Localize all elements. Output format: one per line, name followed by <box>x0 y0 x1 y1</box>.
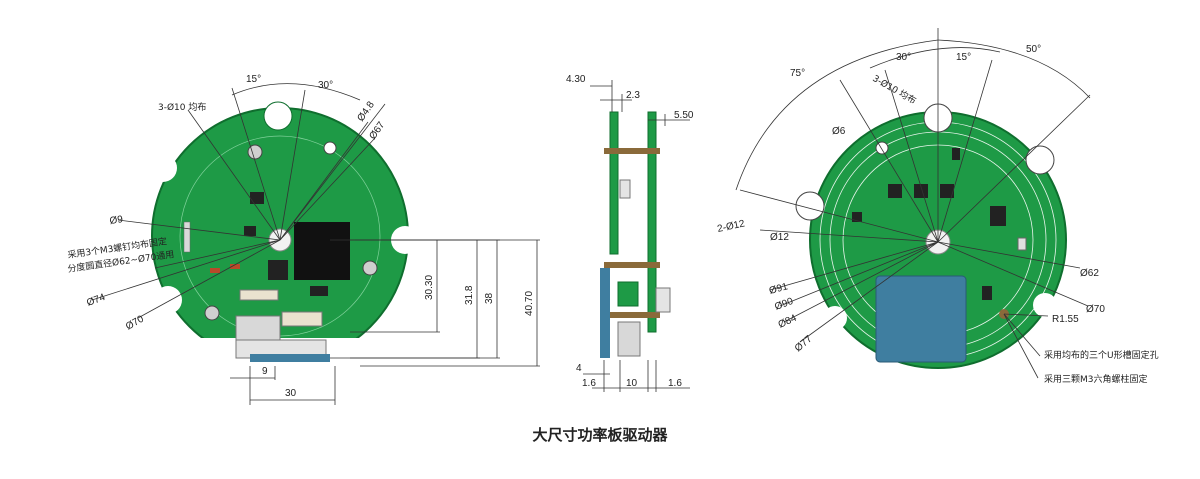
left-d48: Ø4.8 <box>355 99 377 123</box>
right-chip-2 <box>914 184 928 198</box>
left-d9: Ø9 <box>109 214 124 227</box>
left-d70: Ø70 <box>124 313 146 332</box>
left-notch-left <box>149 154 177 182</box>
right-d12b: Ø12 <box>770 232 789 243</box>
right-r155: R1.55 <box>1052 314 1079 325</box>
left-dimensions <box>91 83 540 405</box>
side-comp-1 <box>619 179 631 199</box>
left-res-2 <box>230 264 240 269</box>
left-pin-header <box>183 221 191 253</box>
right-comp-1 <box>952 148 960 160</box>
left-w1: 9 <box>262 366 268 377</box>
left-screw-3 <box>204 305 220 321</box>
left-chip-4 <box>310 286 328 296</box>
left-h4: 40.70 <box>524 291 535 316</box>
side-b4: 1.6 <box>668 378 682 389</box>
right-dimensions <box>735 28 1091 379</box>
left-connector-2 <box>281 311 323 327</box>
side-labels: 4.30 2.3 5.50 4 1.6 10 1.6 <box>566 74 694 389</box>
side-pcb-top <box>609 111 619 255</box>
side-t2: 2.3 <box>626 90 640 101</box>
side-comp-3 <box>617 321 641 357</box>
right-d90: Ø90 <box>773 296 795 313</box>
right-d62: Ø62 <box>1080 268 1099 279</box>
side-standoff-1 <box>604 148 660 154</box>
left-d74: Ø74 <box>85 292 107 309</box>
side-standoff-2 <box>604 262 660 268</box>
side-t3: 5.50 <box>674 110 694 121</box>
right-angle-30: 30° <box>896 52 911 63</box>
left-chip-2 <box>268 260 288 280</box>
right-chip-6 <box>982 286 992 300</box>
right-chip-4 <box>990 206 1006 226</box>
right-d77: Ø77 <box>793 333 815 354</box>
left-screw-2 <box>362 260 378 276</box>
right-angle-15: 15° <box>956 52 971 63</box>
left-pcb-view <box>149 101 419 368</box>
right-d84: Ø84 <box>777 313 799 331</box>
left-w2: 30 <box>285 388 297 399</box>
left-chip-3 <box>250 192 264 204</box>
left-chip-5 <box>244 226 256 236</box>
side-comp-2 <box>600 268 610 358</box>
right-notch-right <box>1025 145 1055 175</box>
left-notch-bottom <box>154 286 182 314</box>
right-notch-bl <box>823 306 847 330</box>
left-main-chip <box>294 222 350 280</box>
right-notch-br <box>1033 293 1057 317</box>
side-dimensions <box>583 80 690 392</box>
side-comp-5 <box>617 281 639 307</box>
left-h3: 38 <box>484 292 495 304</box>
left-angle-15: 15° <box>246 74 261 85</box>
left-res-1 <box>210 268 220 273</box>
right-d12a: 2-Ø12 <box>716 218 746 235</box>
right-res-1 <box>1017 237 1027 251</box>
right-notch-left <box>795 191 825 221</box>
right-hole-small <box>875 141 889 155</box>
right-angle-75: 75° <box>790 68 805 79</box>
right-angle-50: 50° <box>1026 44 1041 55</box>
side-pcb-bottom <box>647 111 657 333</box>
right-d6: Ø6 <box>832 126 846 137</box>
right-note2: 采用三颗M3六角螺柱固定 <box>1044 373 1148 385</box>
side-b2: 1.6 <box>582 378 596 389</box>
right-d91: Ø91 <box>768 281 790 297</box>
right-pcb-view <box>795 103 1067 369</box>
side-t1: 4.30 <box>566 74 586 85</box>
right-d70: Ø70 <box>1086 304 1105 315</box>
left-notch-top <box>263 101 293 131</box>
side-comp-4 <box>655 287 671 313</box>
figure-caption: 大尺寸功率板驱动器 <box>532 426 668 444</box>
side-b3: 10 <box>626 378 638 389</box>
side-view <box>600 111 671 358</box>
side-b1: 4 <box>576 363 582 374</box>
side-standoff-3 <box>604 312 660 318</box>
left-hole-small <box>323 141 337 155</box>
left-screw-1 <box>247 144 263 160</box>
right-chip-3 <box>940 184 954 198</box>
right-blue-module <box>875 275 967 363</box>
right-note1: 采用均布的三个U形槽固定孔 <box>1044 349 1159 361</box>
left-connector-3 <box>235 315 281 341</box>
left-connector-strip <box>250 354 330 362</box>
left-h2: 31.8 <box>464 285 475 305</box>
left-angle-30: 30° <box>318 80 333 91</box>
right-chip-1 <box>888 184 902 198</box>
left-holes-label: 3-Ø10 均布 <box>158 101 206 113</box>
right-chip-5 <box>852 212 862 222</box>
left-h1: 30.30 <box>424 275 435 300</box>
left-connector-1 <box>239 289 279 301</box>
